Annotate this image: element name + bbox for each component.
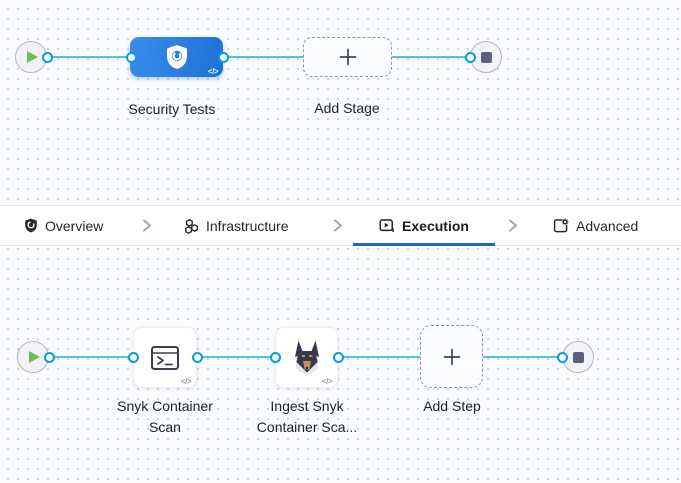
connector-port [128, 352, 139, 363]
play-icon [29, 351, 40, 363]
stop-icon [572, 351, 584, 363]
add-stage-label: Add Stage [314, 100, 380, 116]
connector-port [333, 352, 344, 363]
tab-label: Overview [45, 217, 104, 234]
connector-port [44, 352, 55, 363]
code-badge: </> [207, 67, 219, 76]
tab-label: Execution [402, 217, 469, 234]
add-step-label: Add Step [423, 398, 481, 414]
code-badge: </> [180, 377, 192, 386]
plus-icon [339, 48, 356, 66]
connector-port [42, 52, 53, 63]
hexagons-cluster-icon [185, 218, 199, 234]
connector-port [218, 52, 229, 63]
tab-label: Infrastructure [206, 217, 289, 234]
step-card-ingest-snyk[interactable]: </> [275, 327, 338, 388]
play-icon [27, 51, 38, 63]
snyk-dog-icon [294, 340, 319, 375]
stage-card-security-tests[interactable]: </> [130, 37, 223, 77]
chevron-right-icon [508, 206, 518, 245]
add-step-button[interactable] [420, 325, 483, 388]
terminal-icon [151, 345, 179, 370]
step-card-snyk-container-scan[interactable]: </> [133, 327, 197, 388]
wire [392, 56, 470, 58]
stage-label: Security Tests [128, 101, 216, 117]
chevron-right-icon [333, 206, 343, 245]
wire [483, 356, 562, 358]
wire [49, 356, 133, 358]
stop-icon [480, 51, 492, 63]
tab-execution[interactable]: Execution [353, 206, 495, 245]
template-gear-icon [553, 217, 569, 232]
connector-port [270, 352, 281, 363]
wire [338, 356, 420, 358]
connector-port [192, 352, 203, 363]
plus-icon [443, 348, 460, 365]
tab-infrastructure[interactable]: Infrastructure [183, 206, 288, 245]
step-label: Snyk Container Scan [117, 398, 213, 435]
chevron-right-icon [142, 206, 152, 245]
add-stage-button[interactable] [303, 37, 392, 77]
wire [47, 56, 131, 58]
connector-port [126, 52, 137, 63]
connector-port [465, 52, 476, 63]
wire [197, 356, 275, 358]
tab-label: Advanced [576, 217, 639, 234]
security-shield-icon [166, 45, 187, 69]
shield-icon [25, 218, 37, 233]
connector-port [557, 352, 568, 363]
tab-overview[interactable]: Overview [24, 206, 103, 245]
stage-config-tabbar: Overview Infrastructure Execution [0, 205, 681, 246]
tab-advanced[interactable]: Advanced [553, 206, 638, 245]
wire [223, 56, 303, 58]
play-square-icon [379, 218, 394, 232]
code-badge: </> [321, 377, 333, 386]
active-tab-underline [353, 243, 495, 246]
step-label: Ingest Snyk Container Sca... [256, 398, 358, 435]
